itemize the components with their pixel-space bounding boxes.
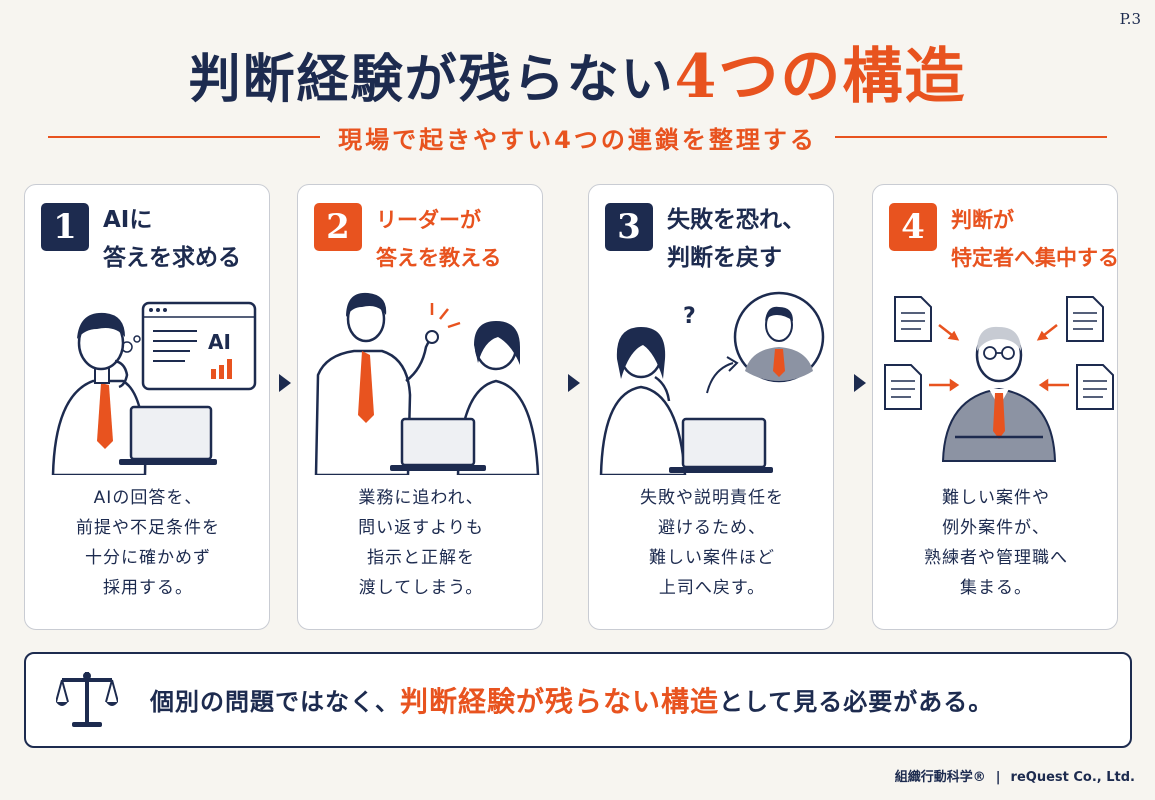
curved-arrow-icon (706, 362, 734, 394)
panel-heading-line: 特定者へ集中する (951, 246, 1118, 270)
panel-heading: AIに 答えを求める (103, 201, 269, 277)
document-icon (1066, 296, 1104, 342)
panel-1: 1 AIに 答えを求める AI AIの回答を、 (24, 184, 270, 630)
documents-converging-on-manager-illustration (884, 296, 1114, 462)
document-icon (1076, 364, 1114, 410)
panel-heading: リーダーが 答えを教える (376, 201, 542, 277)
conclusion-after: として見る必要がある。 (719, 688, 994, 716)
subtitle-rule-right (834, 136, 1108, 138)
conclusion-emphasis: 判断経験が残らない構造 (400, 684, 720, 718)
panel-number: 2 (314, 203, 362, 251)
panel-heading-line: 判断が (951, 208, 1014, 232)
panel-heading-line: 答えを教える (376, 246, 502, 270)
panel-heading-line: AIに (103, 207, 153, 233)
panel-description-line: 問い返すよりも (358, 518, 484, 538)
panel-description-line: 失敗や説明責任を (640, 488, 784, 508)
panel-description-line: 上司へ戻す。 (658, 578, 766, 598)
laptop-icon (119, 405, 217, 465)
panel-description: 失敗や説明責任を 避けるため、 難しい案件ほど 上司へ戻す。 (589, 483, 833, 603)
panel-description-line: 業務に追われ、 (358, 488, 484, 508)
panel-number: 4 (889, 203, 937, 251)
arrow-right-icon (854, 374, 866, 392)
ai-screen-icon: AI (141, 301, 257, 391)
panel-heading-line: 失敗を恐れ、 (667, 207, 806, 233)
panel-3: 3 失敗を恐れ、 判断を戻す ? 失敗や説明責任を 避けるため、 難しい案件ほど… (588, 184, 834, 630)
panel-description-line: 渡してしまう。 (358, 578, 484, 598)
panel-description: 業務に追われ、 問い返すよりも 指示と正解を 渡してしまう。 (298, 483, 542, 603)
page-number: P.3 (1119, 10, 1141, 28)
panel-heading-line: 判断を戻す (667, 245, 782, 271)
footer-credit: 組織行動科学® | reQuest Co., Ltd. (895, 766, 1135, 785)
panel-heading: 失敗を恐れ、 判断を戻す (667, 201, 833, 277)
footer-right: reQuest Co., Ltd. (1010, 770, 1135, 785)
idea-spark-icon (430, 303, 461, 329)
panel-description: 難しい案件や 例外案件が、 熟練者や管理職へ 集まる。 (873, 483, 1117, 603)
person-at-laptop-thinking-illustration: AI (51, 301, 257, 475)
arrow-right-icon (568, 374, 580, 392)
subtitle-rule-left (48, 136, 321, 138)
panel-description-line: 難しい案件や (942, 488, 1050, 508)
conclusion-before: 個別の問題ではなく、 (150, 688, 400, 716)
panel-description-line: 熟練者や管理職へ (924, 548, 1068, 568)
arrow-right-icon (279, 374, 291, 392)
ai-screen-label: AI (208, 330, 231, 354)
title-part-1: 判断経験が残らない (188, 49, 675, 110)
panel-description-line: AIの回答を、 (93, 488, 203, 508)
panel-number: 3 (605, 203, 653, 251)
panel-heading-line: 答えを求める (103, 245, 241, 271)
subtitle-row: 現場で起きやすい4つの連鎖を整理する (48, 114, 1108, 160)
document-icon (884, 364, 922, 410)
question-mark: ? (683, 304, 696, 329)
panel-description-line: 採用する。 (103, 578, 193, 598)
thought-bubble-icon (121, 335, 141, 353)
laptop-icon (390, 417, 486, 471)
footer-left: 組織行動科学® (894, 770, 986, 785)
panel-heading-line: リーダーが (376, 208, 481, 232)
title-part-2: 4つの構造 (674, 42, 967, 112)
panel-2: 2 リーダーが 答えを教える 業務に追われ、 問い返すよりも 指示と正解を 渡し… (297, 184, 543, 630)
panel-heading: 判断が 特定者へ集中する (951, 201, 1118, 277)
panel-description-line: 前提や不足条件を (76, 518, 220, 538)
panel-description-line: 十分に確かめず (85, 548, 211, 568)
subtitle: 現場で起きやすい4つの連鎖を整理する (338, 125, 817, 154)
panel-description-line: 避けるため、 (658, 518, 766, 538)
panel-description-line: 指示と正解を (367, 548, 475, 568)
panel-description-line: 集まる。 (960, 578, 1032, 598)
boss-portrait-icon (733, 291, 825, 383)
laptop-icon (669, 417, 773, 473)
panel-number: 1 (41, 203, 89, 251)
converging-arrows-icon (929, 324, 1069, 392)
panel-4: 4 判断が 特定者へ集中する (872, 184, 1118, 630)
conclusion-box: 個別の問題ではなく、判断経験が残らない構造として見る必要がある。 (24, 652, 1132, 748)
leader-explaining-illustration (314, 292, 540, 475)
document-icon (894, 296, 932, 342)
conclusion-message: 個別の問題ではなく、判断経験が残らない構造として見る必要がある。 (150, 654, 1130, 745)
panel-description: AIの回答を、 前提や不足条件を 十分に確かめず 採用する。 (25, 483, 269, 603)
worried-person-escalating-illustration: ? (599, 291, 825, 475)
footer-separator: | (995, 770, 1001, 785)
page-title: 判断経験が残らない4つの構造 (0, 28, 1155, 115)
panel-description-line: 例外案件が、 (942, 518, 1050, 538)
panel-description-line: 難しい案件ほど (649, 548, 775, 568)
balance-scale-icon (56, 672, 118, 727)
